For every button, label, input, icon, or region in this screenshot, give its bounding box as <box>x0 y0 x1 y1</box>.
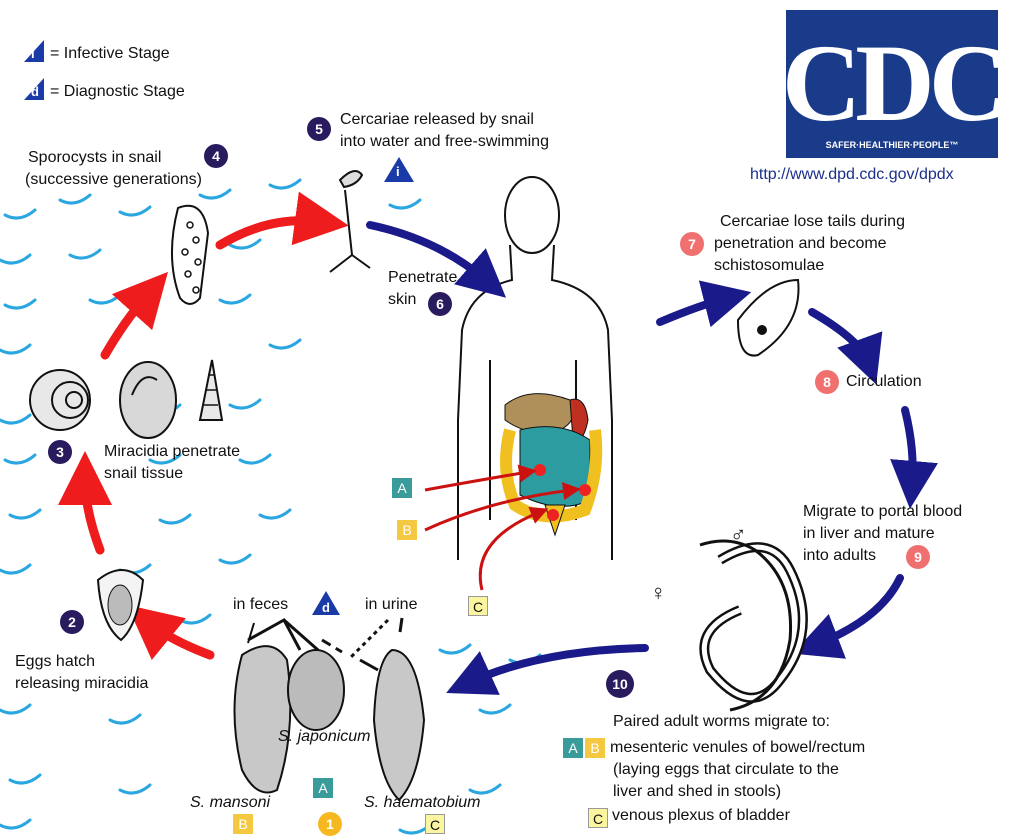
step5-badge: 5 <box>307 117 331 141</box>
box-c-step10: C <box>588 808 608 828</box>
step9-text2: in liver and mature <box>803 524 935 544</box>
step5-infective-symbol: i <box>396 162 400 182</box>
step6-text2: skin <box>388 290 416 310</box>
snails <box>30 360 222 438</box>
step5-text2: into water and free-swimming <box>340 132 549 152</box>
step4-badge: 4 <box>204 144 228 168</box>
mansoni-label: S. mansoni <box>190 793 270 813</box>
diagnostic-symbol: d <box>31 82 39 102</box>
step8-text: Circulation <box>846 372 922 392</box>
cdc-tagline: SAFER·HEALTHIER·PEOPLE™ <box>786 135 998 155</box>
step3-text2: snail tissue <box>104 464 183 484</box>
step4-text2: (successive generations) <box>25 170 202 190</box>
diagnostic-label: = Diagnostic Stage <box>50 82 185 102</box>
step3-badge: 3 <box>48 440 72 464</box>
in-feces-label: in feces <box>233 595 288 615</box>
step7-badge: 7 <box>680 232 704 256</box>
step5-text1: Cercariae released by snail <box>340 110 534 130</box>
step8-badge: 8 <box>815 370 839 394</box>
step2-badge: 2 <box>60 610 84 634</box>
step6-text1: Penetrate <box>388 268 457 288</box>
miracidium <box>98 570 143 640</box>
in-urine-label: in urine <box>365 595 417 615</box>
step7-text2: penetration and become <box>714 234 887 254</box>
step3-text1: Miracidia penetrate <box>104 442 240 462</box>
cercaria <box>330 171 370 272</box>
japonicum-label: S. japonicum <box>278 727 371 747</box>
box-b-mansoni: B <box>233 814 253 834</box>
cdc-url[interactable]: http://www.dpd.cdc.gov/dpdx <box>750 165 954 185</box>
step2-text2: releasing miracidia <box>15 674 148 694</box>
step10-text4: liver and shed in stools) <box>613 782 781 802</box>
sporocyst <box>172 206 208 304</box>
step7-text3: schistosomulae <box>714 256 824 276</box>
adult-worms <box>700 541 803 710</box>
box-a-japonicum: A <box>313 778 333 798</box>
infective-symbol: i <box>31 44 35 64</box>
egg-diagnostic-symbol: d <box>322 598 330 618</box>
organs <box>505 394 596 535</box>
box-b-organs: B <box>397 520 417 540</box>
box-a-step10: A <box>563 738 583 758</box>
schistosomulum <box>738 280 799 356</box>
step7-text1: Cercariae lose tails during <box>720 212 905 232</box>
step10-text1: Paired adult worms migrate to: <box>613 712 830 732</box>
infective-label: = Infective Stage <box>50 44 170 64</box>
step2-text1: Eggs hatch <box>15 652 95 672</box>
step9-text1: Migrate to portal blood <box>803 502 962 522</box>
box-c-organs: C <box>468 596 488 616</box>
step10-badge: 10 <box>606 670 634 698</box>
svg-text:CDC: CDC <box>782 22 1002 144</box>
haematobium-label: S. haematobium <box>364 793 481 813</box>
step9-text3: into adults <box>803 546 876 566</box>
step6-badge: 6 <box>428 292 452 316</box>
male-symbol: ♂ <box>730 525 747 545</box>
step4-text1: Sporocysts in snail <box>28 148 161 168</box>
box-c-haematobium: C <box>425 814 445 834</box>
female-symbol: ♀ <box>650 583 667 603</box>
blue-arrows <box>370 225 913 683</box>
step10-text2: mesenteric venules of bowel/rectum <box>610 738 865 758</box>
step10-text5: venous plexus of bladder <box>612 806 790 826</box>
step1-badge: 1 <box>318 812 342 836</box>
step9-badge: 9 <box>906 545 930 569</box>
box-b-step10: B <box>585 738 605 758</box>
box-a-organs: A <box>392 478 412 498</box>
eggs <box>235 623 425 800</box>
step10-text3: (laying eggs that circulate to the <box>613 760 839 780</box>
